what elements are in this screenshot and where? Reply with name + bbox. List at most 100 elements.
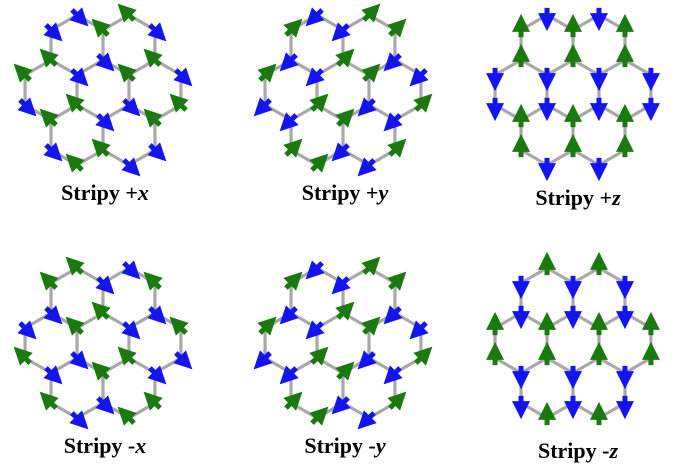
bond <box>263 103 293 122</box>
spin-arrow-down <box>69 410 89 430</box>
bond <box>127 401 157 420</box>
bond <box>493 311 523 330</box>
bond <box>545 311 575 330</box>
bond <box>393 58 423 77</box>
panel-stripy-plus-y <box>253 3 433 177</box>
spin-arrow-down <box>383 52 403 72</box>
spin-arrow-up <box>117 346 137 366</box>
bond <box>571 266 601 285</box>
panel-stripy-plus-x <box>13 3 193 177</box>
spin-arrow-up <box>143 108 163 128</box>
label-stripy-minus-z: Stripy -z <box>538 438 619 463</box>
bond <box>623 311 653 330</box>
spin-arrow-up <box>91 361 111 381</box>
spin-arrow-down <box>69 67 89 87</box>
bond <box>597 13 627 32</box>
spin-arrow-up <box>39 48 59 68</box>
bond <box>519 401 549 420</box>
spin-arrow-up <box>361 316 381 336</box>
spin-arrow-down <box>253 97 273 117</box>
spin-arrow-down <box>253 350 273 370</box>
bond <box>493 58 523 77</box>
panel-stripy-plus-z <box>486 7 660 182</box>
spin-arrow-up <box>91 301 111 321</box>
spin-arrow-down <box>147 22 167 42</box>
spin-arrow-up <box>91 18 111 38</box>
spin-arrow-down <box>409 67 429 87</box>
label-stripy-plus-y: Stripy +y <box>302 180 389 205</box>
bond <box>571 103 601 122</box>
bond <box>49 103 79 122</box>
spin-arrow-down <box>147 365 167 385</box>
spin-arrow-up <box>283 18 303 38</box>
bond <box>519 266 549 285</box>
spin-arrow-up <box>143 271 163 291</box>
bond <box>153 356 183 375</box>
bond <box>623 356 653 375</box>
spin-arrow-up <box>335 301 355 321</box>
bond <box>545 103 575 122</box>
bond <box>597 266 627 285</box>
spin-arrow-down <box>357 157 377 177</box>
bond <box>367 356 397 375</box>
panel-stripy-minus-y <box>253 256 433 430</box>
spin-arrow-down <box>69 7 89 27</box>
bond <box>519 311 549 330</box>
spin-arrow-up <box>65 256 85 276</box>
bond <box>597 148 627 167</box>
spin-arrow-up <box>283 391 303 411</box>
spin-arrow-up <box>65 153 85 173</box>
spin-arrow-down <box>383 305 403 325</box>
bond <box>545 13 575 32</box>
bond <box>519 103 549 122</box>
spin-arrow-down <box>305 320 325 340</box>
spin-arrow-down <box>17 97 37 117</box>
spin-arrow-up <box>309 93 329 113</box>
bond <box>519 13 549 32</box>
bond <box>571 401 601 420</box>
bond <box>571 13 601 32</box>
bond <box>49 266 79 285</box>
bond <box>341 401 371 420</box>
spin-arrow-up <box>117 3 137 23</box>
bond <box>571 58 601 77</box>
bond <box>545 356 575 375</box>
bond <box>393 311 423 330</box>
label-stripy-minus-x: Stripy -x <box>64 433 147 458</box>
spin-arrow-down <box>331 395 351 415</box>
bond <box>341 311 371 330</box>
spin-arrow-down <box>121 320 141 340</box>
bond <box>75 58 105 77</box>
bond <box>75 401 105 420</box>
spin-arrow-up <box>387 138 407 158</box>
spin-arrow-down <box>43 365 63 385</box>
bond <box>101 13 131 32</box>
bond <box>75 311 105 330</box>
bond <box>519 148 549 167</box>
spin-arrow-up <box>335 108 355 128</box>
spin-arrow-up <box>413 346 433 366</box>
spin-arrow-up <box>39 391 59 411</box>
spin-arrow-up <box>169 316 189 336</box>
spin-arrow-down <box>279 365 299 385</box>
label-stripy-minus-y: Stripy -y <box>304 433 386 458</box>
bond <box>367 103 397 122</box>
spin-arrow-up <box>65 316 85 336</box>
spin-arrow-down <box>331 275 351 295</box>
spin-arrow-up <box>65 93 85 113</box>
spin-arrow-down <box>43 142 63 162</box>
bond <box>101 266 131 285</box>
spin-arrow-down <box>121 97 141 117</box>
spin-arrow-down <box>409 320 429 340</box>
label-stripy-plus-z: Stripy +z <box>535 185 621 210</box>
bond <box>545 58 575 77</box>
spin-arrow-up <box>143 48 163 68</box>
spin-arrow-down <box>17 320 37 340</box>
bond <box>367 13 397 32</box>
spin-arrow-down <box>279 305 299 325</box>
bond <box>623 58 653 77</box>
spin-arrow-down <box>69 350 89 370</box>
bond <box>101 103 131 122</box>
spin-arrow-down <box>95 395 115 415</box>
